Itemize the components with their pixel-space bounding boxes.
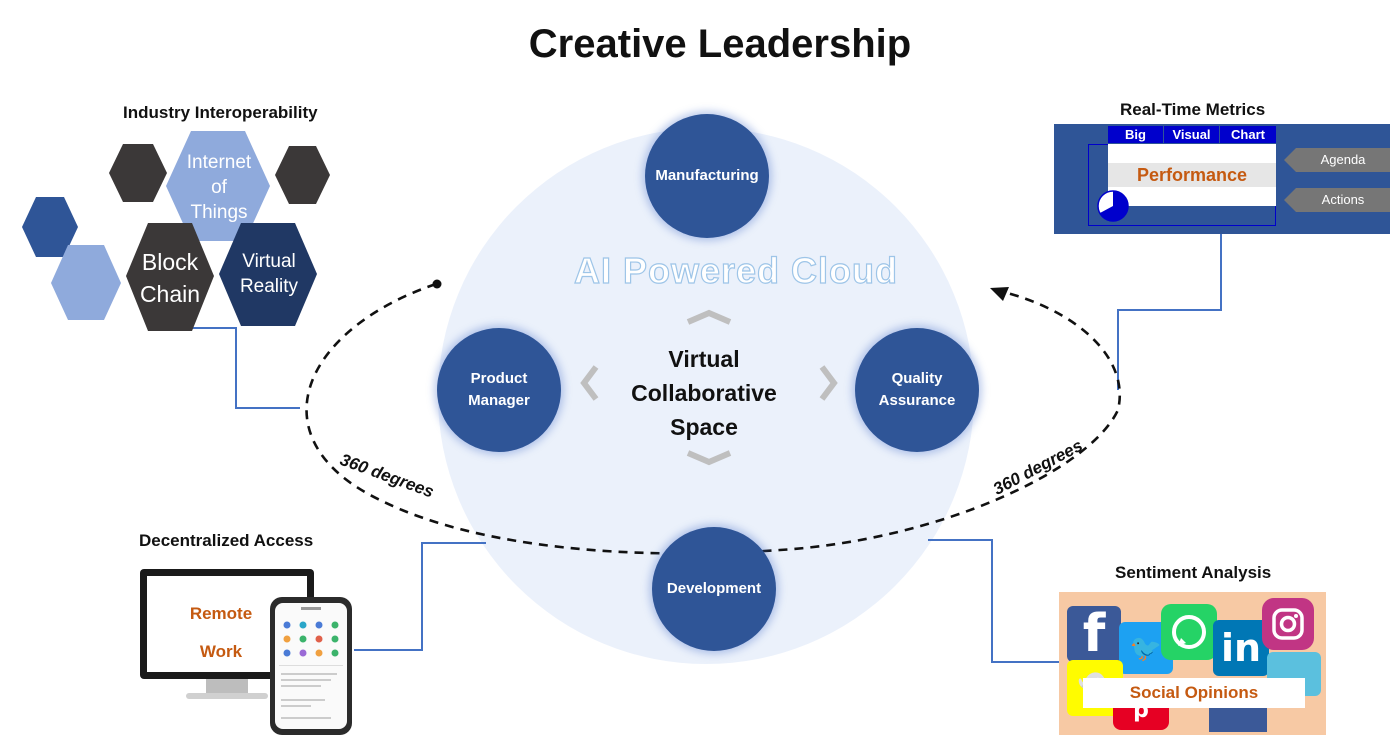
chevron-right-icon — [819, 365, 838, 401]
node-product-manager: Product Manager — [437, 328, 561, 452]
metrics-col-visual: Visual — [1164, 126, 1219, 143]
metrics-dashboard: Big Visual Chart Performance Agenda Acti… — [1054, 124, 1390, 234]
phone-app-grid — [279, 607, 343, 719]
hex-blockchain-line-2: Chain — [139, 281, 201, 307]
node-manufacturing: Manufacturing — [645, 114, 769, 238]
agenda-button[interactable]: Agenda — [1284, 148, 1390, 172]
monitor-base — [186, 693, 268, 699]
whatsapp-icon — [1161, 604, 1217, 660]
node-product-manager-line-2: Manager — [468, 392, 530, 409]
center-line-1: Virtual — [668, 346, 740, 372]
metrics-performance: Performance — [1108, 163, 1276, 187]
node-development: Development — [652, 527, 776, 651]
actions-arrow-icon — [1284, 188, 1390, 212]
node-quality-assurance-line-1: Quality — [891, 370, 943, 387]
chevron-left-icon — [580, 365, 599, 401]
node-product-manager-line-1: Product — [470, 370, 528, 387]
metrics-col-big: Big — [1108, 126, 1163, 143]
hex-vr-line-2: Reality — [239, 276, 299, 297]
hex-iot-line-1: Internet — [186, 152, 252, 173]
page-title: Creative Leadership — [528, 22, 912, 66]
hex-vr-line-1: Virtual — [242, 251, 296, 272]
linkedin-icon: in — [1213, 620, 1269, 676]
agenda-label: Agenda — [1320, 152, 1366, 167]
chevron-down-icon — [686, 450, 732, 466]
connector-access — [354, 542, 486, 651]
chevron-up-icon — [686, 309, 732, 325]
cloud-circle — [438, 128, 974, 664]
social-media-collage: f 🐦 in 👻 p Social Opinions — [1059, 592, 1326, 735]
hex-blockchain — [126, 223, 214, 331]
hex-blockchain-label: Block Chain — [126, 246, 214, 310]
hex-dark-right — [275, 146, 330, 204]
hex-iot-line-3: Things — [190, 202, 248, 223]
connector-metrics — [1117, 234, 1222, 390]
center-label: Virtual Collaborative Space — [604, 342, 804, 444]
hex-iot-label: Internet of Things — [174, 150, 264, 225]
node-quality-assurance-line-2: Assurance — [878, 392, 956, 409]
remote-work-label: Remote Work — [176, 595, 266, 671]
access-heading: Decentralized Access — [139, 531, 314, 550]
center-line-2: Collaborative — [631, 380, 777, 406]
node-development-label: Development — [666, 580, 762, 597]
orbit-start-dot — [432, 279, 442, 289]
center-line-3: Space — [670, 414, 738, 440]
hexagon-cluster — [22, 131, 330, 331]
hex-light-small — [51, 245, 121, 320]
social-opinions-banner: Social Opinions — [1083, 678, 1305, 708]
hex-iot — [166, 131, 270, 241]
agenda-arrow-icon — [1284, 148, 1390, 172]
hex-iot-line-2: of — [211, 177, 227, 198]
node-quality-assurance: Quality Assurance — [855, 328, 979, 452]
orbit-arrowhead — [990, 287, 1009, 301]
node-manufacturing-label: Manufacturing — [655, 167, 759, 184]
hex-navy-small — [22, 197, 78, 257]
pie-chart-icon — [1097, 190, 1129, 222]
instagram-icon — [1262, 598, 1314, 650]
remote-work-line-2: Work — [199, 642, 243, 661]
sentiment-heading: Sentiment Analysis — [1115, 563, 1272, 582]
connector-sentiment — [928, 539, 1060, 663]
hex-vr-label: Virtual Reality — [222, 249, 316, 299]
connector-industry — [178, 327, 300, 409]
metrics-heading: Real-Time Metrics — [1120, 100, 1266, 119]
actions-label: Actions — [1321, 192, 1365, 207]
phone-icon — [270, 597, 352, 735]
orbit-path — [305, 282, 1121, 555]
industry-heading: Industry Interoperability — [123, 103, 318, 122]
actions-button[interactable]: Actions — [1284, 188, 1390, 212]
cloud-label: AI Powered Cloud — [573, 249, 899, 291]
hex-blockchain-line-1: Block — [141, 249, 199, 275]
hex-dark-left — [109, 144, 167, 202]
hex-vr — [219, 223, 317, 326]
monitor-stand — [206, 679, 248, 695]
metrics-col-chart: Chart — [1220, 126, 1276, 143]
facebook-icon: f — [1067, 604, 1121, 664]
remote-work-line-1: Remote — [189, 604, 253, 623]
twitter-icon: 🐦 — [1119, 622, 1173, 674]
